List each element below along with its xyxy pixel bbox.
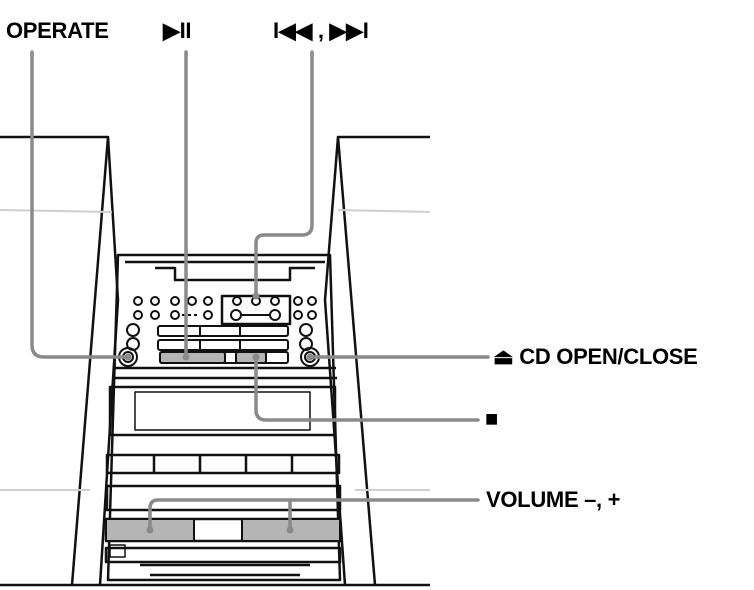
cd-open-close-label: ⏏ CD OPEN/CLOSE bbox=[493, 344, 698, 369]
volume-leader-line bbox=[148, 498, 480, 532]
volume-label: VOLUME –, + bbox=[486, 487, 621, 512]
stop-leader-line bbox=[254, 355, 480, 422]
operate-label: OPERATE bbox=[6, 18, 109, 43]
operate-leader-line bbox=[30, 50, 130, 359]
skip-leader-line bbox=[254, 50, 314, 298]
play-pause-label: ▶II bbox=[163, 18, 192, 43]
leader-lines bbox=[30, 50, 490, 532]
right-speaker bbox=[323, 135, 430, 586]
stop-button bbox=[235, 351, 267, 364]
play-pause-button bbox=[159, 351, 226, 364]
display-window bbox=[108, 385, 337, 437]
stop-label: ■ bbox=[485, 406, 498, 431]
main-unit bbox=[104, 253, 342, 582]
skip-label: I◀◀ , ▶▶I bbox=[273, 18, 369, 43]
